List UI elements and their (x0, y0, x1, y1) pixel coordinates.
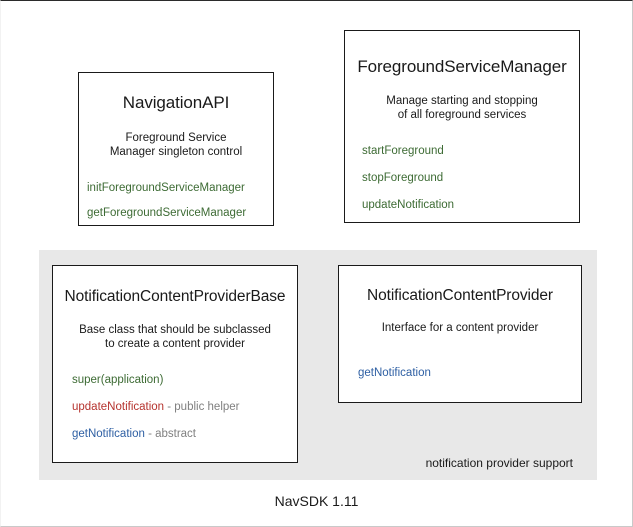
member-item: getNotification (358, 366, 581, 380)
member-suffix: - public helper (164, 401, 240, 413)
class-description: Interface for a content provider (339, 321, 581, 335)
member-name: initForegroundServiceManager (87, 182, 245, 194)
class-box-navigation-api: NavigationAPI Foreground Service Manager… (78, 72, 274, 226)
member-item: updateNotification (362, 198, 579, 212)
class-box-foreground-service-manager: ForegroundServiceManager Manage starting… (344, 30, 580, 223)
member-item: startForeground (362, 144, 579, 158)
class-title: NotificationContentProviderBase (64, 288, 286, 305)
member-item: getNotification - abstract (72, 427, 297, 441)
member-list: getNotification (339, 366, 581, 380)
member-list: initForegroundServiceManager getForegrou… (79, 181, 273, 220)
member-suffix: - abstract (144, 428, 197, 440)
footer-version-label: NavSDK 1.11 (274, 493, 359, 509)
class-description-line: to create a content provider (105, 338, 245, 350)
member-list: super(application) updateNotification - … (53, 373, 297, 441)
class-description: Foreground Service Manager singleton con… (79, 131, 273, 159)
member-item: initForegroundServiceManager (87, 181, 273, 195)
member-item: stopForeground (362, 171, 579, 185)
member-item: getForegroundServiceManager (87, 206, 273, 220)
member-name: getForegroundServiceManager (87, 207, 247, 219)
member-name: startForeground (362, 145, 444, 157)
member-name: getNotification (358, 367, 431, 379)
class-description: Manage starting and stopping of all fore… (345, 94, 579, 122)
class-description-line: Manager singleton control (109, 146, 243, 158)
class-description-line: Interface for a content provider (381, 322, 539, 334)
class-description: Base class that should be subclassed to … (53, 323, 297, 351)
panel-label: notification provider support (425, 456, 573, 470)
member-name: stopForeground (362, 172, 444, 184)
member-item: updateNotification - public helper (72, 400, 297, 414)
class-title: NotificationContentProvider (367, 287, 553, 304)
class-title: ForegroundServiceManager (357, 57, 567, 76)
class-description-line: of all foreground services (397, 109, 527, 121)
class-title: NavigationAPI (122, 93, 230, 112)
member-name: getNotification (72, 428, 145, 440)
class-box-notification-content-provider: NotificationContentProvider Interface fo… (338, 265, 582, 403)
class-description-line: Base class that should be subclassed (79, 324, 271, 336)
class-box-notification-content-provider-base: NotificationContentProviderBase Base cla… (52, 265, 298, 463)
class-description-line: Manage starting and stopping (386, 95, 538, 107)
member-list: startForeground stopForeground updateNot… (345, 144, 579, 212)
member-item: super(application) (72, 373, 297, 387)
member-name: updateNotification (72, 401, 165, 413)
member-name: super(application) (72, 374, 164, 386)
member-name: updateNotification (362, 199, 455, 211)
class-description-line: Foreground Service (125, 132, 227, 144)
